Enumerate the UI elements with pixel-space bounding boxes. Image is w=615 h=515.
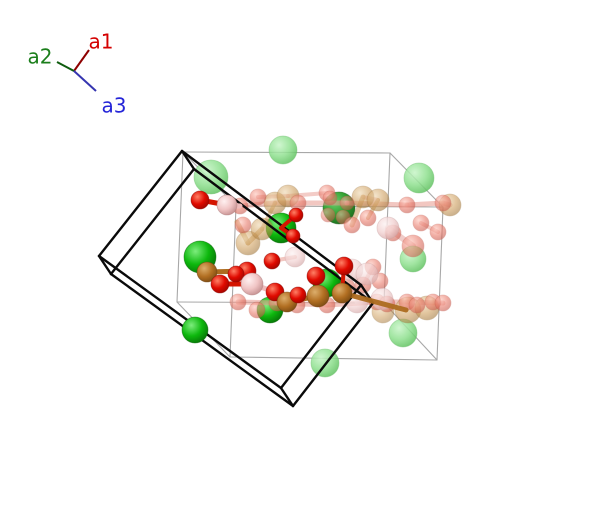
atom-red	[263, 252, 281, 270]
atom-red_t	[398, 196, 416, 214]
atom-red	[210, 274, 230, 294]
axis-line-a1	[73, 49, 90, 72]
atom-pink	[216, 194, 238, 216]
atom-green_t	[268, 135, 298, 165]
axis-legend: a1 a2 a3	[28, 30, 127, 118]
atom-red_t	[249, 188, 267, 206]
atom-green	[181, 316, 209, 344]
atom-tan_t	[366, 188, 390, 212]
atom-pink_t	[376, 216, 400, 240]
atom-red	[288, 207, 304, 223]
atom-red_t	[408, 296, 426, 314]
atom-red_t	[322, 190, 338, 206]
atom-red_t	[320, 207, 336, 223]
atom-red_t	[234, 216, 252, 234]
primitive-cell-edge	[97, 254, 113, 276]
atom-red_t	[359, 209, 377, 227]
atoms-layer	[181, 190, 354, 344]
axis-label-a3: a3	[102, 94, 127, 118]
atom-brown	[306, 284, 330, 308]
atom-red	[306, 266, 326, 286]
axis-label-a2: a2	[28, 45, 53, 69]
atom-brown	[331, 282, 353, 304]
bond	[339, 290, 409, 313]
atom-red	[227, 265, 245, 283]
primitive-cell-wireframe	[97, 149, 375, 408]
atom-red_t	[412, 214, 430, 232]
atom-red_t	[434, 294, 452, 312]
axis-label-a1: a1	[89, 30, 114, 54]
atom-pink	[240, 272, 264, 296]
atom-red_t	[343, 216, 361, 234]
axis-line-a3	[73, 70, 97, 92]
atom-green_t	[193, 159, 229, 195]
atom-green_t	[403, 162, 435, 194]
atom-red	[289, 286, 307, 304]
primitive-cell-edge	[180, 149, 363, 287]
atom-red_t	[401, 234, 425, 258]
atom-red_t	[248, 301, 266, 319]
atom-red_t	[434, 194, 452, 212]
atom-brown	[196, 261, 218, 283]
primitive-cell-edge	[97, 149, 184, 258]
primitive-cell-edge	[291, 301, 375, 408]
atom-pink_t	[355, 262, 379, 286]
atom-pink_t	[284, 246, 306, 268]
atom-green_t	[388, 318, 418, 348]
conventional-cell-edge	[176, 151, 184, 303]
axis-line-a2	[56, 61, 75, 72]
atom-red_t	[229, 293, 247, 311]
atom-red	[190, 190, 210, 210]
atom-red	[334, 256, 354, 276]
atom-red_t	[339, 195, 355, 211]
primitive-cell-edge	[279, 386, 295, 408]
primitive-cell-edge	[109, 167, 196, 276]
primitive-cell-edge	[180, 149, 196, 171]
primitive-cell-edge	[279, 283, 363, 390]
atom-red	[285, 228, 301, 244]
atom-red_t	[429, 223, 447, 241]
